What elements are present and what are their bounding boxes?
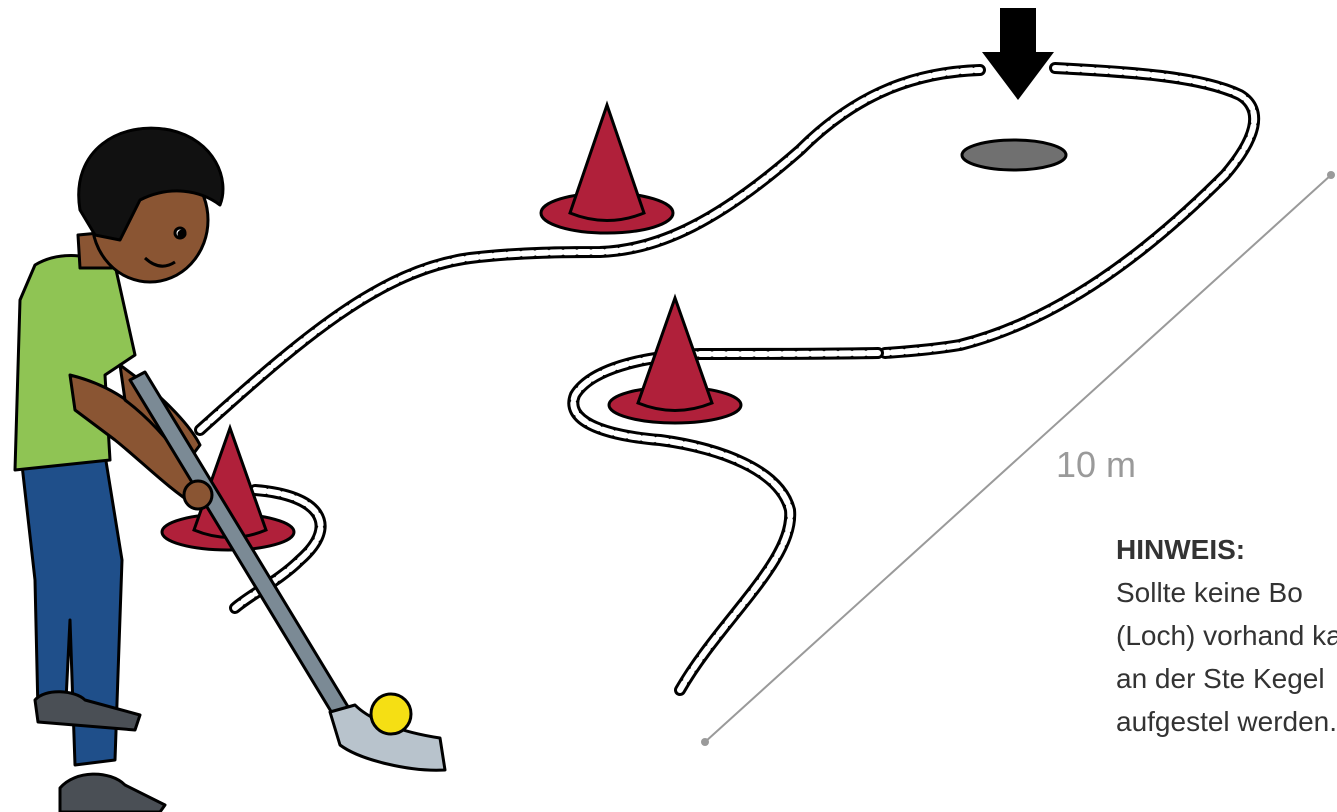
measurement-endpoint — [701, 738, 709, 746]
hair — [77, 126, 225, 242]
golf-ball — [369, 692, 413, 736]
measurement-endpoint — [1327, 171, 1335, 179]
player-figure — [13, 126, 447, 812]
course-rope — [194, 62, 1261, 696]
cone-right — [607, 293, 743, 425]
golf-hole — [960, 138, 1068, 172]
shoe — [33, 690, 142, 732]
shoe — [58, 772, 167, 812]
mouth — [143, 256, 176, 268]
note-title: HINWEIS: — [1116, 534, 1246, 565]
note-body: Sollte keine Bo (Loch) vorhand kann an d… — [1116, 577, 1337, 737]
rope-outer-boundary — [194, 62, 1261, 436]
measurement-line — [704, 174, 1332, 743]
hand — [182, 479, 214, 511]
distance-label: 10 m — [1056, 444, 1137, 485]
cone-top — [539, 100, 675, 235]
arrow-down-icon — [982, 8, 1054, 100]
note-box: HINWEIS: Sollte keine Bo (Loch) vorhand … — [1116, 528, 1337, 743]
